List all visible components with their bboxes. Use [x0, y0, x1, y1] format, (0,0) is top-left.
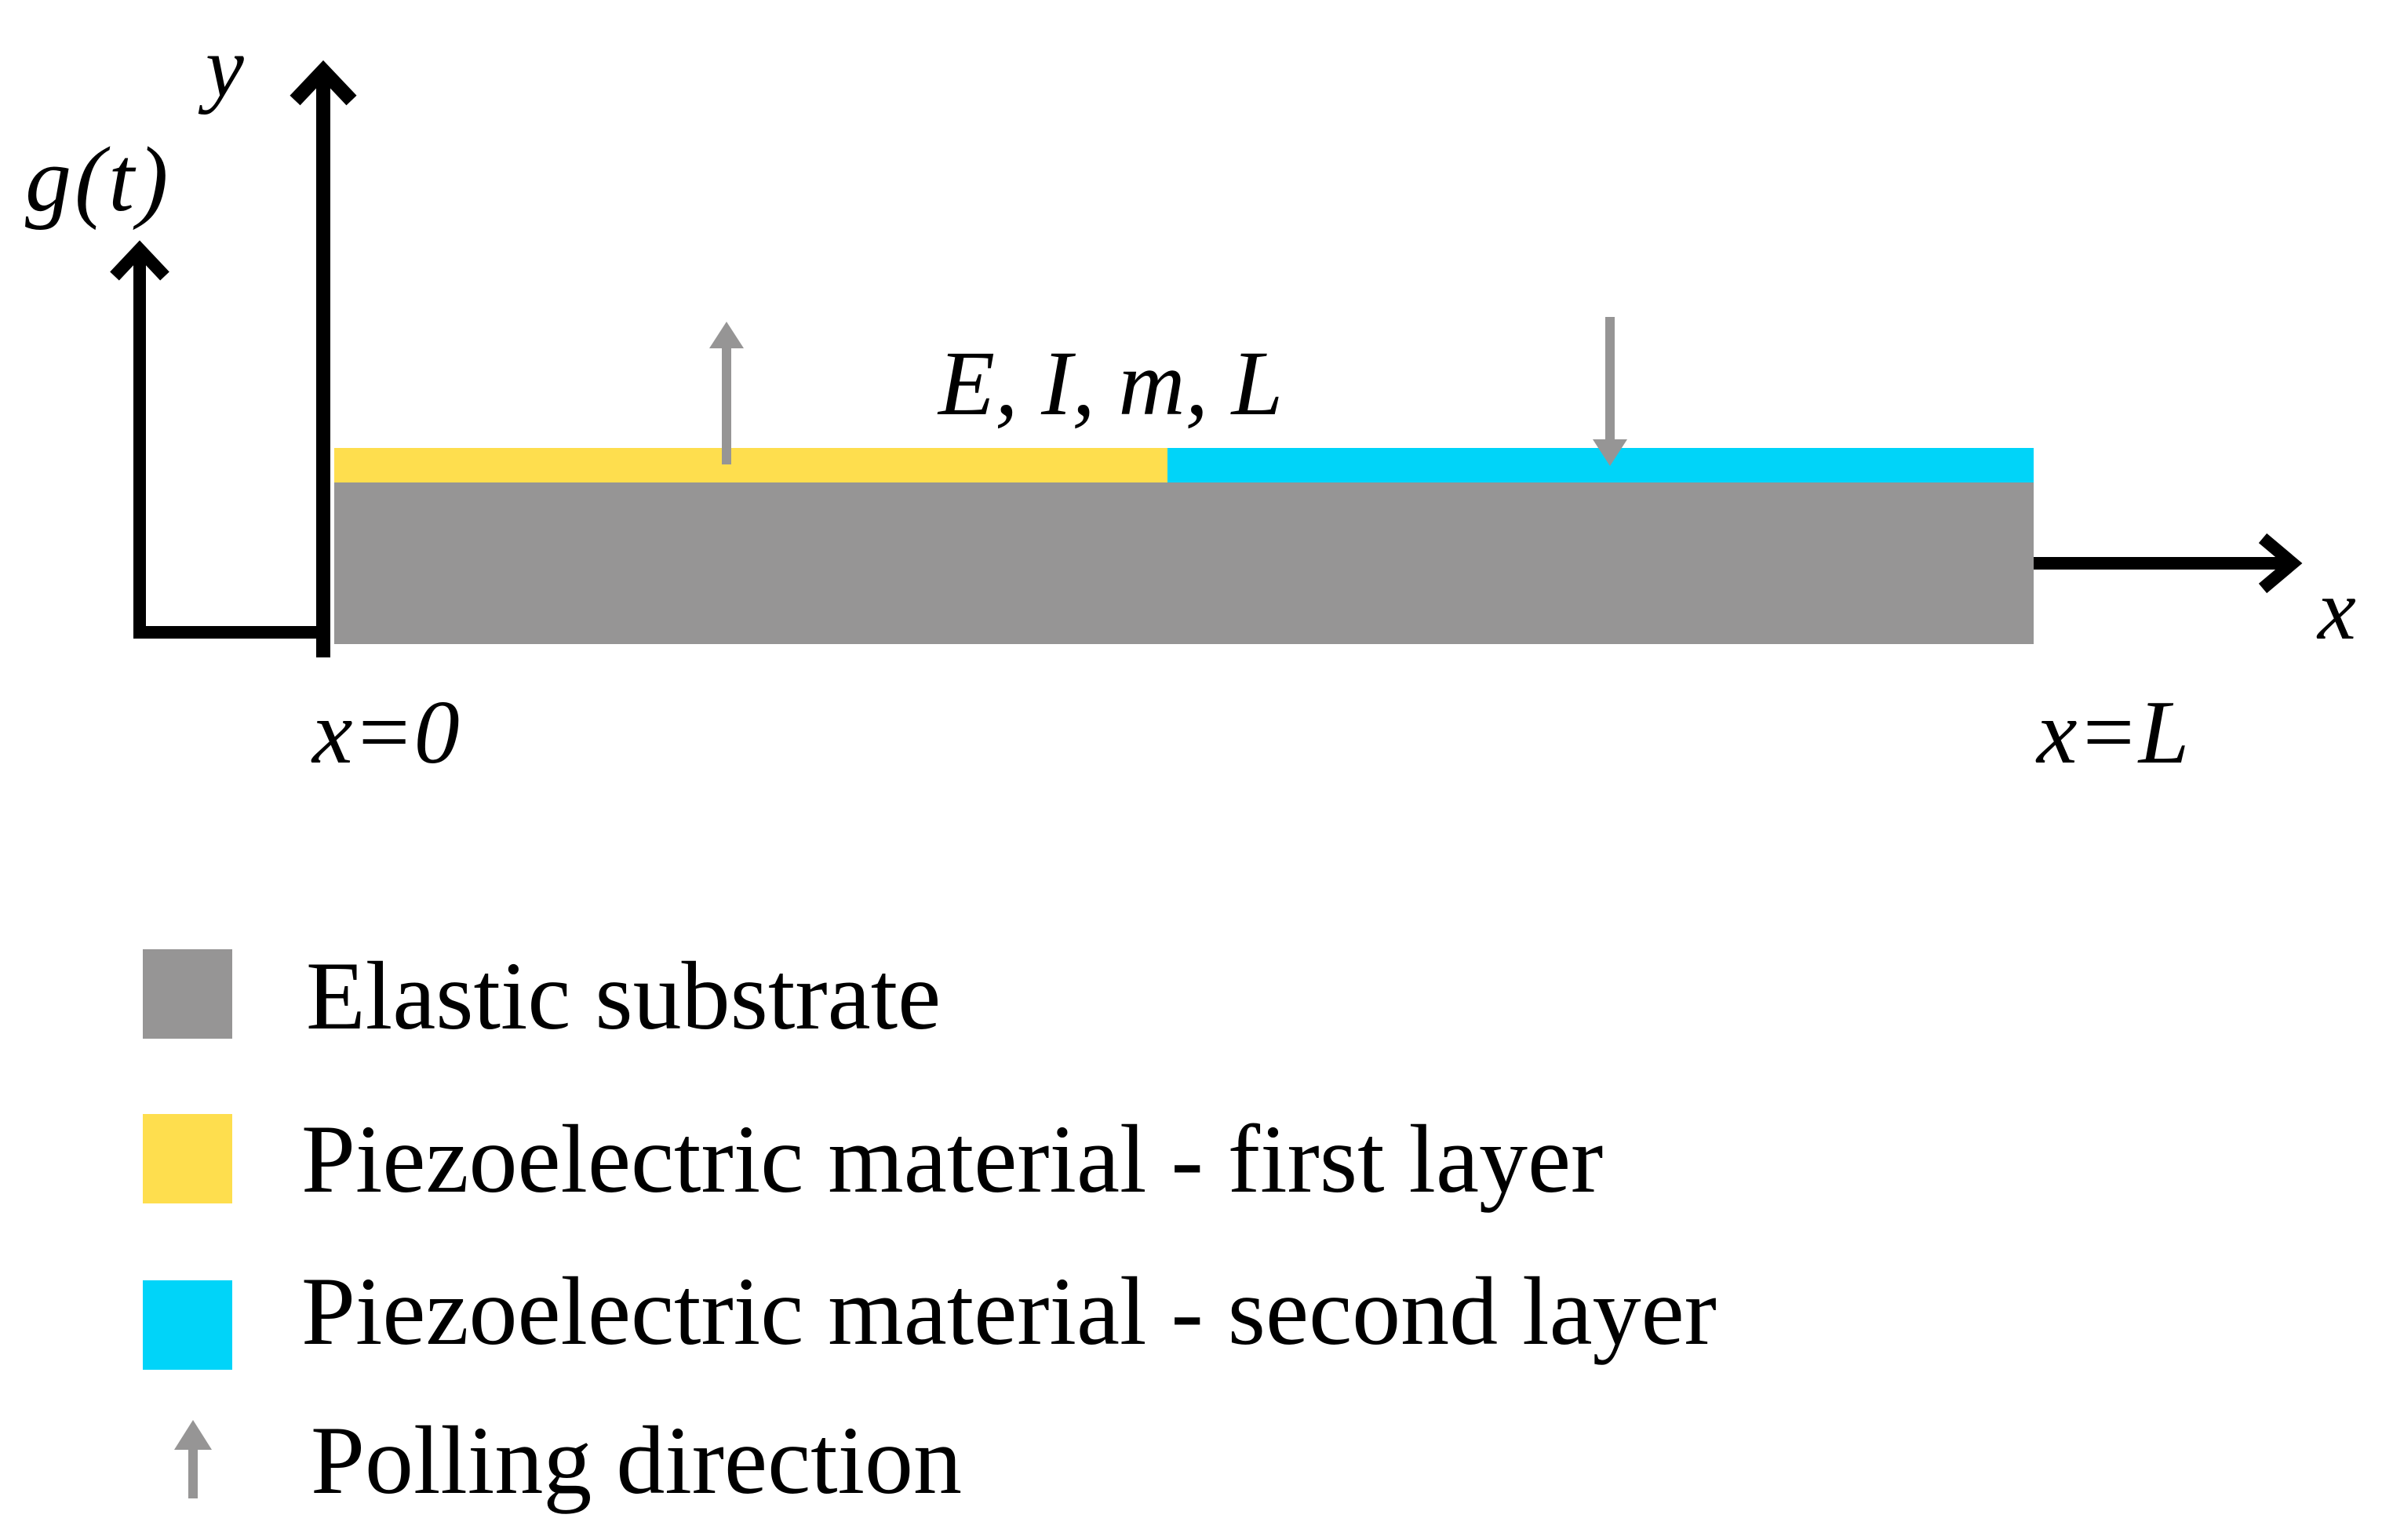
y-axis-arrowhead [290, 60, 357, 106]
excitation-arrowhead [110, 240, 169, 281]
arrow-up-icon [709, 322, 744, 464]
arrow-down-icon [1593, 317, 1627, 466]
properties-label: E, I, m, L [938, 332, 1284, 435]
x-end-label: x=L [2037, 683, 2190, 783]
x-axis-arrowhead [2258, 533, 2303, 594]
legend-label-polling: Polling direction [311, 1407, 963, 1514]
legend-label-first-layer: Piezoelectric material - first layer [301, 1105, 1604, 1213]
legend-label-second-layer: Piezoelectric material - second layer [301, 1258, 1717, 1365]
piezo-second-layer [1167, 448, 2034, 482]
x-start-label: x=0 [312, 683, 460, 783]
legend-label-substrate: Elastic substrate [306, 942, 942, 1050]
elastic-substrate [334, 481, 2034, 644]
legend-arrow-up-icon [174, 1420, 212, 1498]
legend-swatch-substrate [143, 949, 232, 1039]
x-axis-label: x [2318, 562, 2356, 657]
legend-swatch-second-layer [143, 1280, 232, 1370]
y-axis-label: y [206, 19, 244, 115]
piezo-first-layer [334, 448, 1167, 482]
excitation-label: g(t) [25, 128, 172, 231]
legend-swatch-first-layer [143, 1114, 232, 1203]
excitation-bracket [133, 249, 323, 639]
